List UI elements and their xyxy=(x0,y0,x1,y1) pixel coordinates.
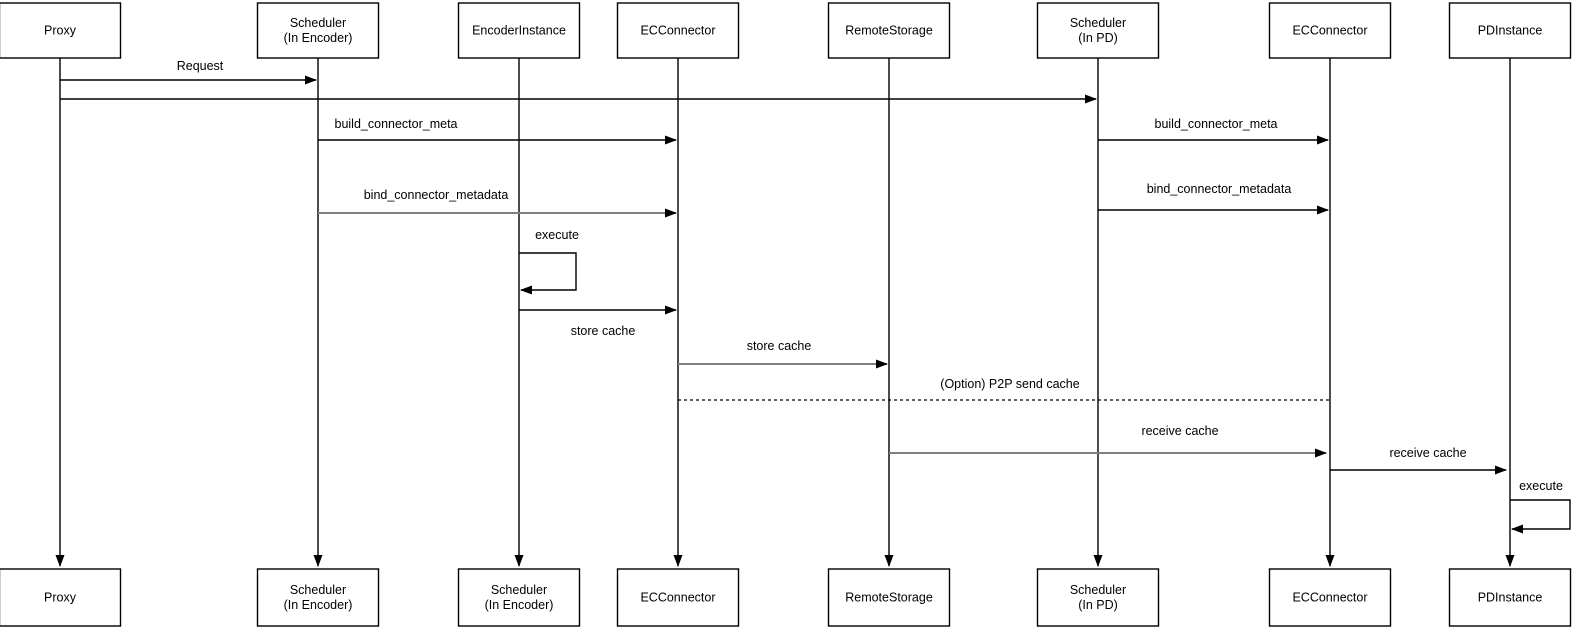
actor-top-label-scheduler-pd: Scheduler(In PD) xyxy=(1070,16,1126,45)
actor-bottom-scheduler-encoder: Scheduler(In Encoder) xyxy=(256,568,380,627)
actor-top-label-pd-instance: PDInstance xyxy=(1478,24,1543,38)
actor-bottom-label-ec-connector-pd: ECConnector xyxy=(1292,591,1367,605)
actor-bottom-box-scheduler-pd xyxy=(1036,568,1160,627)
actor-top-ec-connector-encoder: ECConnector xyxy=(616,2,740,59)
actor-bottom-box-pd-instance xyxy=(1448,568,1572,627)
actor-top-label-scheduler-encoder: Scheduler(In Encoder) xyxy=(284,16,353,45)
actor-top-box-scheduler-encoder xyxy=(256,2,380,59)
message-label-request: Request xyxy=(177,59,224,73)
actor-bottom-label-pd-instance: PDInstance xyxy=(1478,591,1543,605)
message-label-connector-store-cache: store cache xyxy=(747,339,812,353)
actor-bottom-encoder-instance: Scheduler(In Encoder) xyxy=(457,568,581,627)
message-label-receive-cache-connector: receive cache xyxy=(1141,424,1218,438)
actor-bottom-box-ec-connector-encoder xyxy=(616,568,740,627)
message-label-build-connector-meta-pd: build_connector_meta xyxy=(1155,117,1278,131)
actor-bottom-box-encoder-instance xyxy=(457,568,581,627)
message-label-bind-connector-metadata-pd: bind_connector_metadata xyxy=(1147,182,1292,196)
actor-bottom-label-scheduler-encoder: Scheduler(In Encoder) xyxy=(284,583,353,612)
message-label-encoder-store-cache: store cache xyxy=(571,324,636,338)
actor-top-box-remote-storage xyxy=(827,2,951,59)
actor-top-pd-instance: PDInstance xyxy=(1448,2,1572,59)
actor-bottom-box-remote-storage xyxy=(827,568,951,627)
actor-top-box-ec-connector-pd xyxy=(1268,2,1392,59)
actor-bottom-ec-connector-pd: ECConnector xyxy=(1268,568,1392,627)
actor-top-encoder-instance: EncoderInstance xyxy=(457,2,581,59)
actor-bottom-scheduler-pd: Scheduler(In PD) xyxy=(1036,568,1160,627)
actor-top-scheduler-encoder: Scheduler(In Encoder) xyxy=(256,2,380,59)
actor-top-box-encoder-instance xyxy=(457,2,581,59)
actor-bottom-remote-storage: RemoteStorage xyxy=(827,568,951,627)
message-label-p2p-send-cache: (Option) P2P send cache xyxy=(940,377,1079,391)
actor-top-box-proxy xyxy=(0,2,122,59)
self-loop-label-execute-encoder: execute xyxy=(535,228,579,242)
actor-top-label-ec-connector-pd: ECConnector xyxy=(1292,24,1367,38)
actor-bottom-proxy: Proxy xyxy=(0,568,122,627)
actor-bottom-pd-instance: PDInstance xyxy=(1448,568,1572,627)
actor-top-ec-connector-pd: ECConnector xyxy=(1268,2,1392,59)
self-loop-execute-encoder xyxy=(519,252,577,295)
actor-top-label-remote-storage: RemoteStorage xyxy=(845,24,933,38)
actor-top-box-ec-connector-encoder xyxy=(616,2,740,59)
message-label-receive-cache-pd: receive cache xyxy=(1389,446,1466,460)
actor-bottom-label-encoder-instance: Scheduler(In Encoder) xyxy=(485,583,554,612)
actor-top-proxy: Proxy xyxy=(0,2,122,59)
actor-bottom-label-ec-connector-encoder: ECConnector xyxy=(640,591,715,605)
message-label-bind-connector-metadata-encoder: bind_connector_metadata xyxy=(364,188,509,202)
actor-bottom-label-proxy: Proxy xyxy=(44,591,77,605)
self-loop-label-execute-pd: execute xyxy=(1519,479,1563,493)
actor-bottom-label-scheduler-pd: Scheduler(In PD) xyxy=(1070,583,1126,612)
actor-top-label-encoder-instance: EncoderInstance xyxy=(472,24,566,38)
actor-bottom-box-proxy xyxy=(0,568,122,627)
message-label-build-connector-meta-encoder: build_connector_meta xyxy=(335,117,458,131)
actor-bottom-label-remote-storage: RemoteStorage xyxy=(845,591,933,605)
actor-top-scheduler-pd: Scheduler(In PD) xyxy=(1036,2,1160,59)
actor-top-label-ec-connector-encoder: ECConnector xyxy=(640,24,715,38)
actor-top-box-scheduler-pd xyxy=(1036,2,1160,59)
actor-bottom-ec-connector-encoder: ECConnector xyxy=(616,568,740,627)
actor-top-box-pd-instance xyxy=(1448,2,1572,59)
actor-top-label-proxy: Proxy xyxy=(44,24,77,38)
self-loop-execute-pd xyxy=(1510,499,1571,534)
actor-top-remote-storage: RemoteStorage xyxy=(827,2,951,59)
actor-bottom-box-scheduler-encoder xyxy=(256,568,380,627)
actor-bottom-box-ec-connector-pd xyxy=(1268,568,1392,627)
